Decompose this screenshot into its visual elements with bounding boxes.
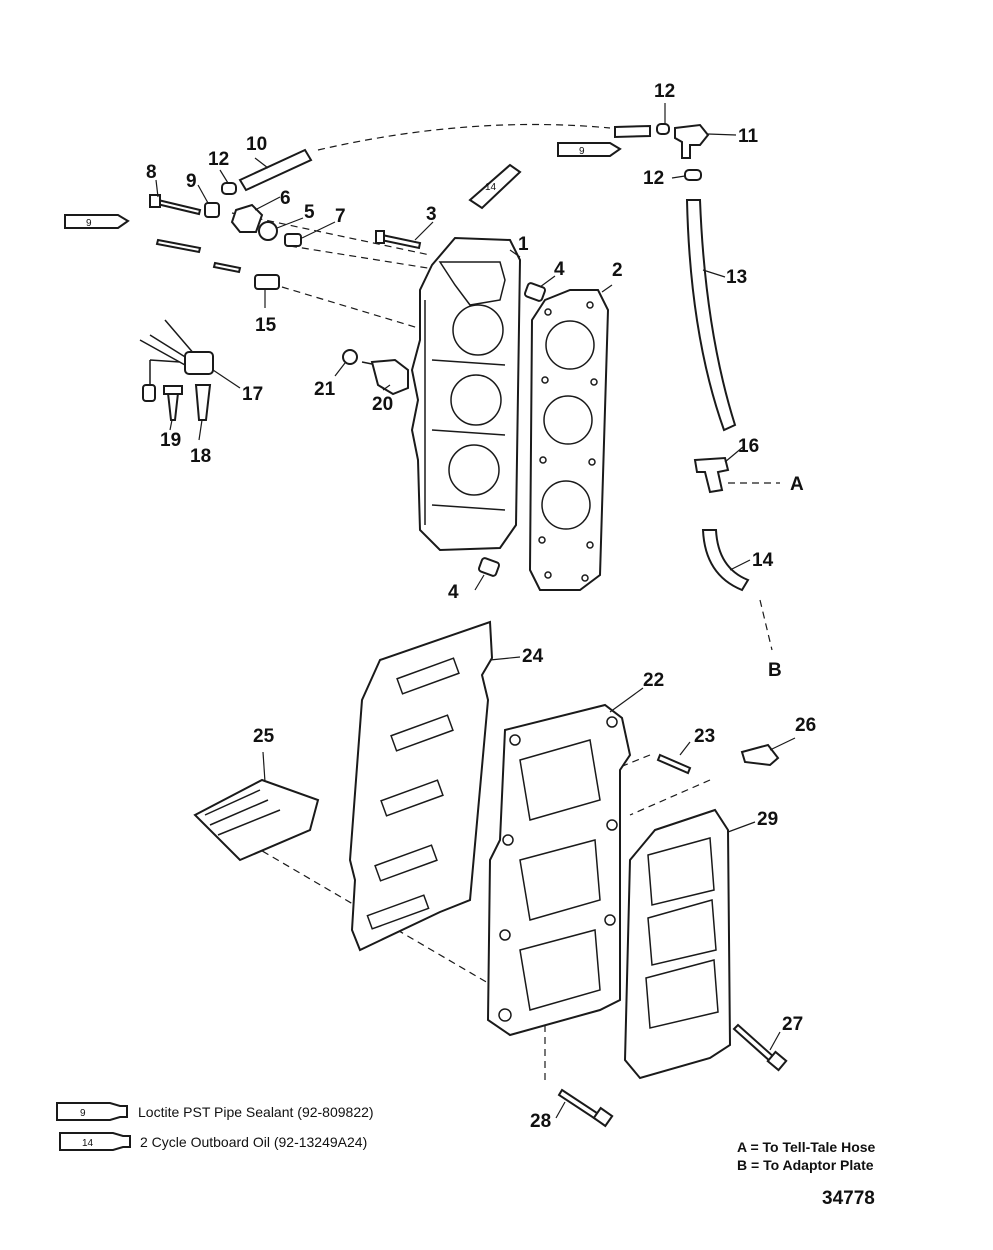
hose-13 [685, 199, 737, 432]
wire-harness-17 [139, 319, 214, 402]
part-number-label: 25 [253, 726, 275, 747]
screw-3 [375, 230, 422, 250]
diagram-id: 34778 [822, 1188, 875, 1209]
part-number-label: 28 [530, 1111, 551, 1132]
thermostat-5 [258, 221, 278, 241]
hose-end-b: B [768, 660, 782, 681]
temperature-sensor-15 [254, 274, 280, 290]
note-a: A = To Tell-Tale Hose [737, 1139, 876, 1155]
callout-leaders [155, 103, 796, 1119]
part-number-label: 17 [242, 384, 263, 405]
part-number-label: 6 [280, 188, 291, 209]
part-number-label: 10 [246, 134, 267, 155]
thermostat-cover-6 [230, 203, 264, 233]
part-number-label: 7 [335, 206, 346, 227]
part-number-label: 16 [738, 436, 759, 457]
part-number-label: 4 [554, 259, 565, 280]
part-number-label: 23 [694, 726, 715, 747]
part-number-label: 12 [208, 149, 229, 170]
part-number-labels: 1 2 3 4 4 5 6 7 8 9 9 10 11 12 12 12 13 … [146, 81, 816, 1132]
legend-item-oil: 14 2 Cycle Outboard Oil (92-13249A24) [59, 1132, 367, 1151]
part-number-label: 19 [160, 430, 181, 451]
knock-sensor-20 [361, 358, 409, 396]
dowel-pin-top [523, 282, 547, 302]
part-number-label: 24 [522, 646, 544, 667]
part-number-label: 12 [654, 81, 675, 102]
part-number-label: 5 [304, 202, 315, 223]
dashed-assembly-lines [231, 123, 780, 1080]
clamp-12-right [684, 169, 702, 181]
legend-code: 14 [82, 1138, 94, 1149]
elbow-hose-14 [701, 529, 750, 592]
tube-code-14: 14 [485, 182, 497, 193]
tube-code-9: 9 [86, 218, 92, 229]
nut-21 [342, 349, 358, 365]
part-number-label: 12 [643, 168, 664, 189]
part-number-label: 11 [738, 126, 759, 147]
clamp-12-top [656, 123, 670, 135]
legend: 9 Loctite PST Pipe Sealant (92-809822) 1… [56, 1102, 374, 1151]
clamp-12-left [221, 182, 237, 195]
part-number-label: 14 [752, 550, 774, 571]
sealant-tube-right: 9 [557, 142, 622, 157]
tee-fitting-11 [674, 123, 710, 159]
bolt-28 [557, 1088, 614, 1128]
legend-text: Loctite PST Pipe Sealant (92-809822) [138, 1104, 374, 1120]
note-b: B = To Adaptor Plate [737, 1157, 874, 1173]
legend-code: 9 [80, 1108, 86, 1119]
terminal-18 [194, 384, 212, 421]
tube-code-9: 9 [579, 146, 585, 157]
part-number-label: 2 [612, 260, 623, 281]
part-number-label: 8 [146, 162, 157, 183]
part-number-label: 9 [186, 171, 197, 192]
tee-16 [693, 456, 730, 494]
oil-tube: 14 [468, 163, 522, 210]
intake-manifold-22 [486, 703, 632, 1037]
part-number-label: 20 [372, 394, 393, 415]
part-number-label: 26 [795, 715, 816, 736]
screw-23 [656, 753, 692, 775]
head-gasket [528, 289, 610, 591]
part-number-label: 27 [782, 1014, 803, 1035]
legend-text: 2 Cycle Outboard Oil (92-13249A24) [140, 1134, 367, 1150]
reed-gasket-24 [348, 620, 494, 952]
legend-item-sealant: 9 Loctite PST Pipe Sealant (92-809822) [56, 1102, 374, 1121]
part-number-label: 22 [643, 670, 664, 691]
part-number-label: 4 [448, 582, 459, 603]
grommet-7 [284, 233, 302, 247]
dowel-pin-bottom [477, 557, 501, 577]
hose-end-a: A [790, 474, 804, 495]
part-number-label: 1 [518, 234, 529, 255]
reed-package-25 [193, 778, 320, 862]
part-number-label: 15 [255, 315, 277, 336]
hose-10 [238, 148, 313, 192]
part-number-label: 13 [726, 267, 747, 288]
fitting-9 [204, 202, 220, 218]
bolt-27 [732, 1023, 788, 1072]
part-number-label: 3 [426, 204, 437, 225]
gasket-29 [623, 808, 732, 1080]
screw-19 [163, 385, 183, 421]
part-number-label: 29 [757, 809, 778, 830]
short-hose-top [614, 124, 651, 139]
sealant-tube-left: 9 [64, 214, 130, 229]
part-number-label: 21 [314, 379, 336, 400]
rod-pieces [155, 238, 242, 274]
bolt-8 [149, 194, 202, 216]
clip-26 [740, 743, 780, 767]
part-number-label: 18 [190, 446, 211, 467]
cylinder-head-cover [410, 236, 522, 552]
